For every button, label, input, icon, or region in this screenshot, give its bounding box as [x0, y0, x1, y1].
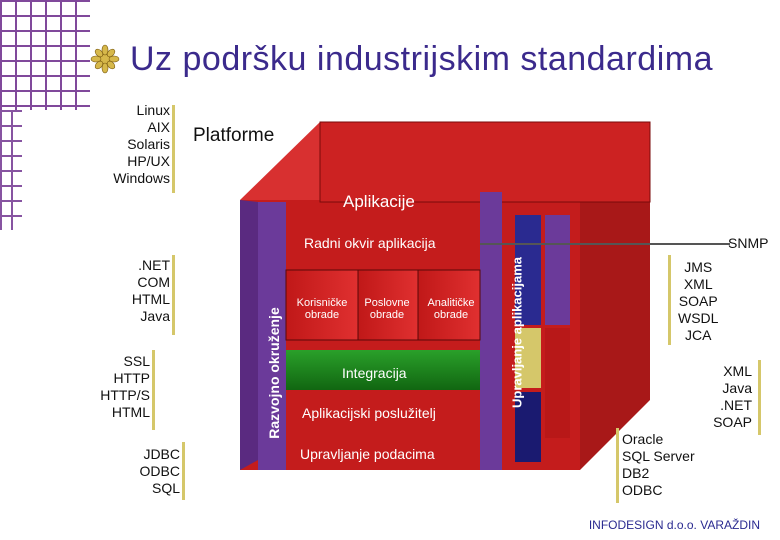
messaging-list: JMS XML SOAP WSDL JCA: [678, 259, 719, 343]
korisnicke-label: Korisničke obrade: [296, 297, 348, 321]
poslovne-box: [357, 269, 419, 341]
integracija-layer: [286, 350, 480, 390]
snmp-line: [480, 243, 730, 245]
razvojno-column-side: [240, 200, 258, 470]
side-block-blue: [515, 215, 541, 325]
upravljanje-column: [480, 192, 502, 470]
side-block-yellow: [515, 328, 541, 388]
side-block-navy: [515, 392, 541, 462]
integracija-label: Integracija: [342, 365, 407, 381]
web-list: .NET COM HTML Java: [131, 257, 170, 324]
footer-company: INFODESIGN d.o.o. VARAŽDIN: [588, 518, 760, 532]
cube-right-face: [580, 122, 650, 470]
aplikacije-label: Aplikacije: [343, 192, 415, 211]
databases-bar: [616, 428, 619, 503]
podaci-layer: [286, 430, 480, 470]
platforme-label: Platforme: [193, 125, 275, 146]
radni-okvir-label: Radni okvir aplikacija: [304, 235, 436, 251]
side-block-red: [545, 328, 570, 438]
platforme-panel: [319, 121, 651, 203]
services-bar: [758, 360, 761, 435]
posluzitelj-layer: [286, 395, 480, 427]
analiticke-label: Analitičke obrade: [427, 297, 475, 321]
corner-grid-decoration: [0, 0, 90, 110]
db-access-bar: [182, 442, 185, 500]
databases-list: Oracle SQL Server DB2 ODBC: [622, 431, 695, 498]
protocol-list: SSL HTTP HTTP/S HTML: [100, 353, 150, 420]
korisnicke-box: [285, 269, 359, 341]
services-list: XML Java .NET SOAP: [713, 363, 752, 430]
podaci-label: Upravljanje podacima: [300, 446, 435, 462]
side-block-purple: [545, 215, 570, 325]
razvojno-column: [258, 202, 286, 470]
radni-okvir-layer: [286, 220, 480, 260]
architecture-cube: [240, 121, 651, 470]
razvojno-label: Razvojno okruženje: [266, 307, 282, 439]
upravljanje-aplikacijama-label: Upravljanje aplikacijama: [509, 256, 525, 409]
os-bar: [172, 105, 175, 193]
db-access-list: JDBC ODBC SQL: [139, 446, 180, 496]
poslovne-label: Poslovne obrade: [364, 297, 410, 321]
snmp-label: SNMP: [728, 235, 769, 251]
analiticke-box: [417, 269, 481, 341]
side-grid-decoration: [0, 110, 22, 230]
protocol-bar: [152, 350, 155, 430]
messaging-bar: [668, 255, 671, 345]
flower-bullet-icon: [90, 44, 120, 74]
web-bar: [172, 255, 175, 335]
os-list: Linux AIX Solaris HP/UX Windows: [113, 102, 170, 186]
slide-title: Uz podršku industrijskim standardima: [130, 40, 713, 78]
posluzitelj-label: Aplikacijski poslužitelj: [302, 405, 436, 421]
